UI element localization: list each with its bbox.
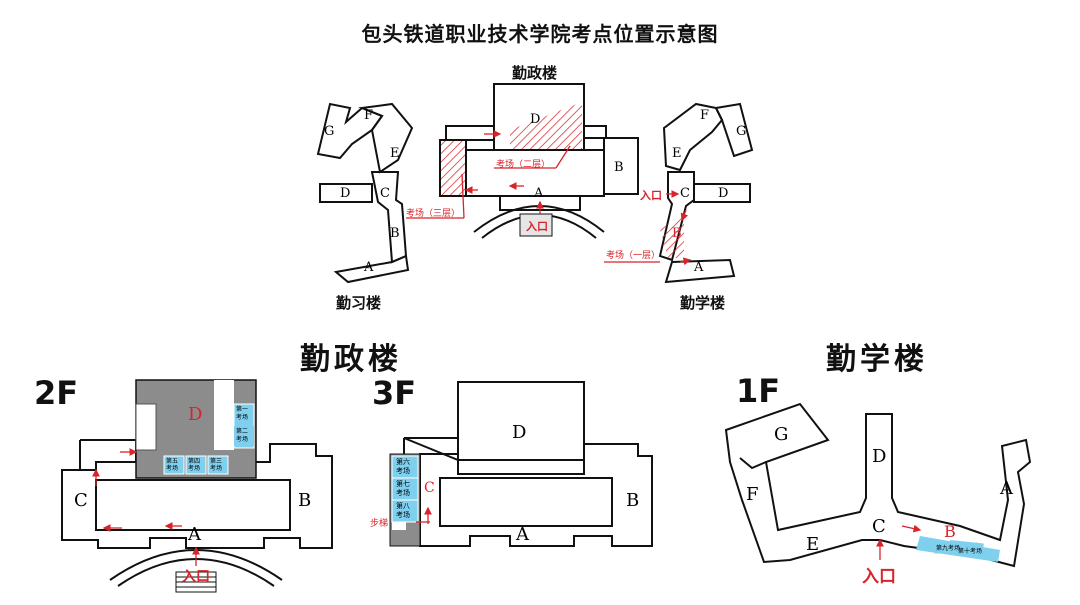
floor1-arrows	[876, 524, 922, 560]
floor2-wing-a: A	[188, 524, 201, 545]
overview-right-wing-b: B	[672, 226, 682, 241]
floor2-wing-b: B	[298, 490, 312, 511]
overview-left-wing-a: A	[364, 260, 374, 275]
floor2-room-4: 第四考场	[188, 458, 201, 472]
floor3-room-8: 第八考场	[396, 502, 410, 519]
floor1-wing-e: E	[806, 534, 820, 555]
overview-right-wing-a: A	[694, 260, 704, 275]
floor3-wing-a: A	[516, 524, 529, 545]
overview-center-entrance: 入口	[526, 220, 548, 233]
floor3-wing-b: B	[626, 490, 640, 511]
floor3-room-6: 第六考场	[396, 458, 410, 475]
overview-right-building-name: 勤学楼	[680, 294, 726, 312]
floor1-room-10: 第十考场	[958, 548, 983, 555]
floor1-wing-g: G	[774, 424, 789, 445]
floor1-room-9: 第九考场	[936, 545, 961, 552]
overview-right-wing-c: C	[680, 186, 690, 201]
overview-right-wing-e: E	[672, 146, 682, 161]
overview-right-wing-g: G	[736, 124, 747, 139]
floor3-room-7: 第七考场	[396, 480, 410, 497]
overview-left-wing-e: E	[390, 146, 400, 161]
floor3-stairs: 步梯	[370, 519, 389, 529]
floor1-wing-d: D	[872, 446, 887, 467]
overview-center-wing-b: B	[614, 160, 624, 175]
floor3-plan	[389, 381, 653, 547]
floor2-wing-d: D	[188, 404, 203, 425]
overview-qinxue-building	[658, 102, 754, 284]
exam-floor3-label: 考场（三层）	[406, 209, 461, 219]
qinxue-heading: 勤学楼	[826, 342, 928, 377]
overview-right-wing-d: D	[718, 186, 729, 201]
overview-center-wing-a: A	[534, 186, 544, 201]
floor3-arrows	[416, 506, 432, 524]
floor2-room-2: 第二考场	[236, 428, 249, 443]
overview-qinxi-building	[316, 102, 414, 284]
floor2-wing-c: C	[74, 490, 88, 511]
floor1-wing-b: B	[944, 522, 956, 541]
overview-center-building-name: 勤政楼	[512, 64, 558, 82]
overview-left-wing-d: D	[340, 186, 351, 201]
floor2-label: 2F	[34, 374, 79, 412]
floor1-entrance: 入口	[862, 567, 896, 587]
floor2-room-5: 第五考场	[166, 458, 179, 472]
overview-right-wing-f: F	[700, 108, 710, 123]
floor2-room-1: 第一考场	[236, 406, 249, 421]
floor2-entrance: 入口	[182, 569, 210, 585]
floor1-label: 1F	[736, 372, 781, 410]
floor1-wing-c: C	[872, 516, 886, 537]
floor2-room-3: 第三考场	[210, 458, 223, 472]
overview-left-wing-b: B	[390, 226, 400, 241]
exam-floor2-label: 考场（二层）	[496, 160, 551, 170]
floor1-wing-f: F	[746, 484, 759, 505]
page-title: 包头铁道职业技术学院考点位置示意图	[361, 22, 719, 46]
floor3-wing-c: C	[424, 480, 435, 496]
overview-qinzheng-building	[439, 83, 639, 239]
floor3-wing-d: D	[512, 422, 527, 443]
exam-floor1-label: 考场（一层）	[606, 251, 661, 261]
overview-arrows	[406, 130, 692, 266]
overview-right-entrance: 入口	[640, 189, 662, 202]
exam-area-floor1-hatch	[660, 212, 684, 258]
overview-left-wing-c: C	[380, 186, 390, 201]
floor2-rooms	[163, 403, 255, 475]
floor3-label: 3F	[372, 374, 417, 412]
floor1-wing-a: A	[1000, 478, 1013, 499]
overview-center-wing-d: D	[530, 112, 541, 127]
qinzheng-heading: 勤政楼	[300, 342, 402, 377]
floor2-arrows	[92, 448, 200, 566]
overview-left-wing-g: G	[324, 124, 335, 139]
floor1-plan	[724, 402, 1032, 568]
overview-left-building-name: 勤习楼	[336, 294, 382, 312]
overview-left-wing-f: F	[364, 108, 374, 123]
